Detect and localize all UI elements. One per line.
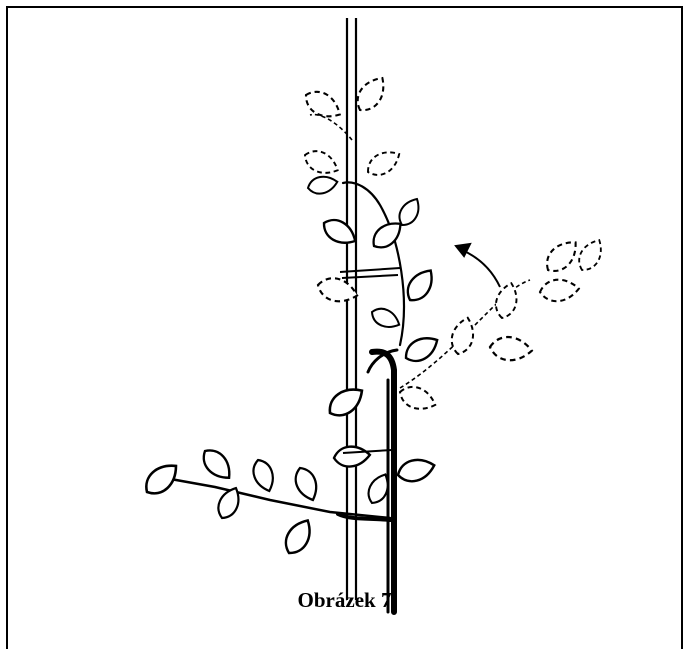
bend-arrow [456, 244, 500, 287]
plant-stem [165, 182, 404, 612]
figure-caption: Obrázek 7 [0, 588, 689, 613]
